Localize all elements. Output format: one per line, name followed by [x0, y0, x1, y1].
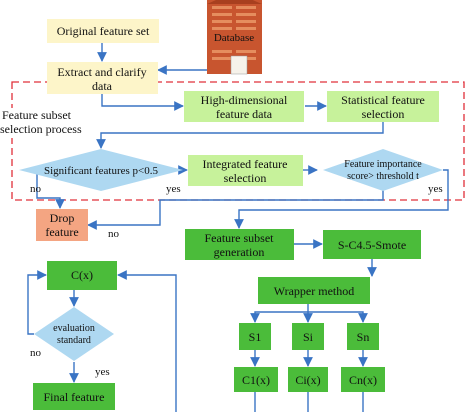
edge-label-importance-no: no	[108, 228, 120, 240]
c1x-label: C1(x)	[242, 373, 270, 387]
process-label-line2: selection process	[0, 122, 82, 136]
node-wrapper-method: Wrapper method	[258, 277, 370, 304]
node-final-feature: Final feature	[33, 383, 115, 410]
cx-label: C(x)	[71, 268, 93, 282]
sn-label: Sn	[357, 330, 370, 344]
node-evaluation-diamond: evaluation standard	[34, 307, 114, 361]
edge-label-eval-no: no	[30, 347, 42, 359]
cix-label: Ci(x)	[295, 373, 320, 387]
node-c1x: C1(x)	[234, 367, 278, 392]
edge-label-importance-yes: yes	[428, 183, 443, 195]
edge-label-significant-no: no	[30, 183, 42, 195]
high-dim-label-line2: feature data	[216, 107, 273, 121]
eval-label-line1: evaluation	[53, 323, 95, 334]
statistical-label-line2: selection	[362, 107, 405, 121]
node-cx: C(x)	[47, 261, 117, 290]
drop-label-line2: feature	[45, 225, 78, 239]
database-icon: Database	[207, 0, 262, 75]
subset-gen-label-line2: generation	[214, 245, 265, 259]
node-sn: Sn	[347, 323, 379, 350]
node-integrated-selection: Integrated feature selection	[188, 155, 303, 186]
node-extract-clarify: Extract and clarify data	[47, 62, 158, 94]
wrapper-label: Wrapper method	[274, 284, 354, 298]
node-importance-diamond: Feature importance score> threshold t	[323, 149, 443, 191]
subset-gen-label-line1: Feature subset	[205, 231, 275, 245]
importance-label-line1: Feature importance	[344, 159, 422, 170]
process-region-label: Feature subset selection process	[0, 108, 94, 138]
cnx-label: Cn(x)	[349, 373, 377, 387]
si-label: Si	[303, 330, 314, 344]
edge-label-eval-yes: yes	[95, 366, 110, 378]
node-high-dimensional: High-dimensional feature data	[184, 91, 304, 122]
node-sc45-smote: S-C4.5-Smote	[323, 230, 421, 259]
extract-label-line2: data	[92, 79, 113, 93]
significant-label: Significant features p<0.5	[44, 165, 159, 177]
eval-label-line2: standard	[57, 335, 91, 346]
node-subset-generation: Feature subset generation	[185, 229, 294, 260]
sc45-label: S-C4.5-Smote	[338, 238, 406, 252]
s1-label: S1	[249, 330, 262, 344]
integrated-label-line1: Integrated feature	[203, 157, 288, 171]
drop-label-line1: Drop	[50, 211, 75, 225]
final-label: Final feature	[44, 390, 105, 404]
integrated-label-line2: selection	[224, 171, 267, 185]
database-label: Database	[214, 32, 254, 44]
original-feature-set-label: Original feature set	[57, 24, 150, 38]
extract-label-line1: Extract and clarify	[57, 65, 146, 79]
connectors	[27, 43, 449, 412]
node-cnx: Cn(x)	[341, 367, 385, 392]
node-significant-diamond: Significant features p<0.5	[19, 149, 183, 191]
node-statistical-selection: Statistical feature selection	[327, 91, 439, 122]
importance-label-line2: score> threshold t	[347, 171, 419, 182]
node-s1: S1	[239, 323, 271, 350]
statistical-label-line1: Statistical feature	[341, 93, 425, 107]
node-drop-feature: Drop feature	[36, 209, 88, 241]
high-dim-label-line1: High-dimensional	[201, 93, 288, 107]
node-original-feature-set: Original feature set	[47, 19, 159, 43]
node-si: Si	[292, 323, 324, 350]
node-cix: Ci(x)	[288, 367, 328, 392]
edge-label-significant-yes: yes	[166, 183, 181, 195]
process-label-line1: Feature subset	[2, 108, 72, 122]
